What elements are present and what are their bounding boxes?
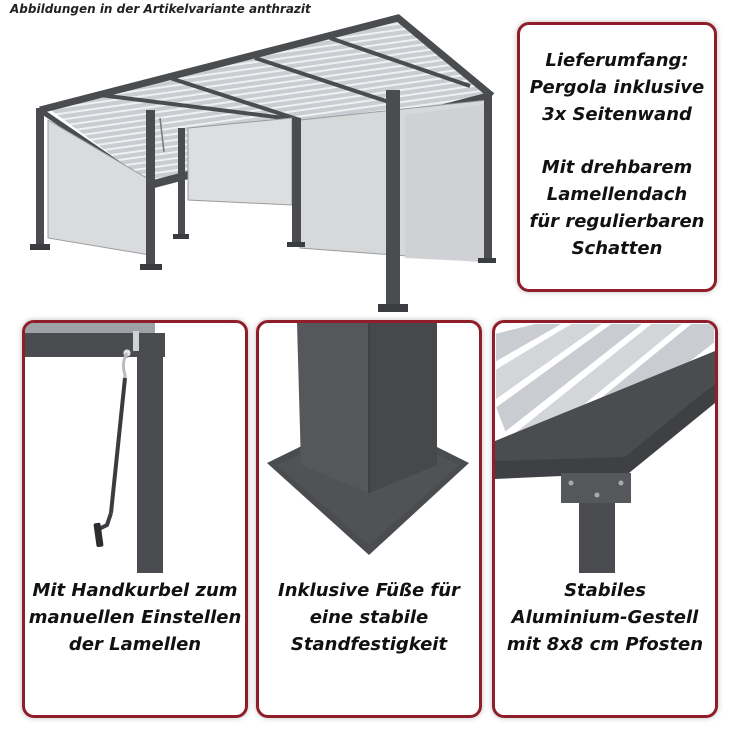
panel-text-line: der Lamellen — [68, 634, 202, 655]
feature-panel-hand-crank: Mit Handkurbel zum manuellen Einstellen … — [22, 320, 248, 718]
info-line: für regulierbaren — [529, 211, 705, 232]
info-line: Lieferumfang: — [545, 50, 689, 71]
panel-text-line: Standfestigkeit — [290, 634, 448, 655]
panel-text-line: mit 8x8 cm Pfosten — [506, 634, 704, 655]
panel-text-line: Mit Handkurbel zum — [32, 580, 238, 601]
pergola-hero-image — [30, 14, 496, 312]
aluminium-frame-image — [495, 323, 715, 573]
post-foot-image — [267, 323, 469, 555]
info-line: Schatten — [571, 238, 663, 259]
info-line: Lamellendach — [546, 184, 688, 205]
image-caption: Abbildungen in der Artikelvariante anthr… — [10, 2, 311, 16]
feature-panel-feet: Inklusive Füße für eine stabile Standfes… — [256, 320, 482, 718]
panel-text-line: Aluminium-Gestell — [511, 607, 699, 628]
info-line: Pergola inklusive — [529, 77, 705, 98]
hand-crank-image — [25, 323, 165, 573]
panel-text-line: Stabiles — [564, 580, 646, 601]
info-line: 3x Seitenwand — [542, 104, 692, 125]
feature-panel-frame: Stabiles Aluminium-Gestell mit 8x8 cm Pf… — [492, 320, 718, 718]
panel-text-line: eine stabile — [309, 607, 429, 628]
scope-of-delivery-box: Lieferumfang: Pergola inklusive 3x Seite… — [517, 22, 717, 292]
panel-text-line: manuellen Einstellen — [28, 607, 242, 628]
info-line: Mit drehbarem — [541, 157, 693, 178]
panel-text-line: Inklusive Füße für — [278, 580, 460, 601]
